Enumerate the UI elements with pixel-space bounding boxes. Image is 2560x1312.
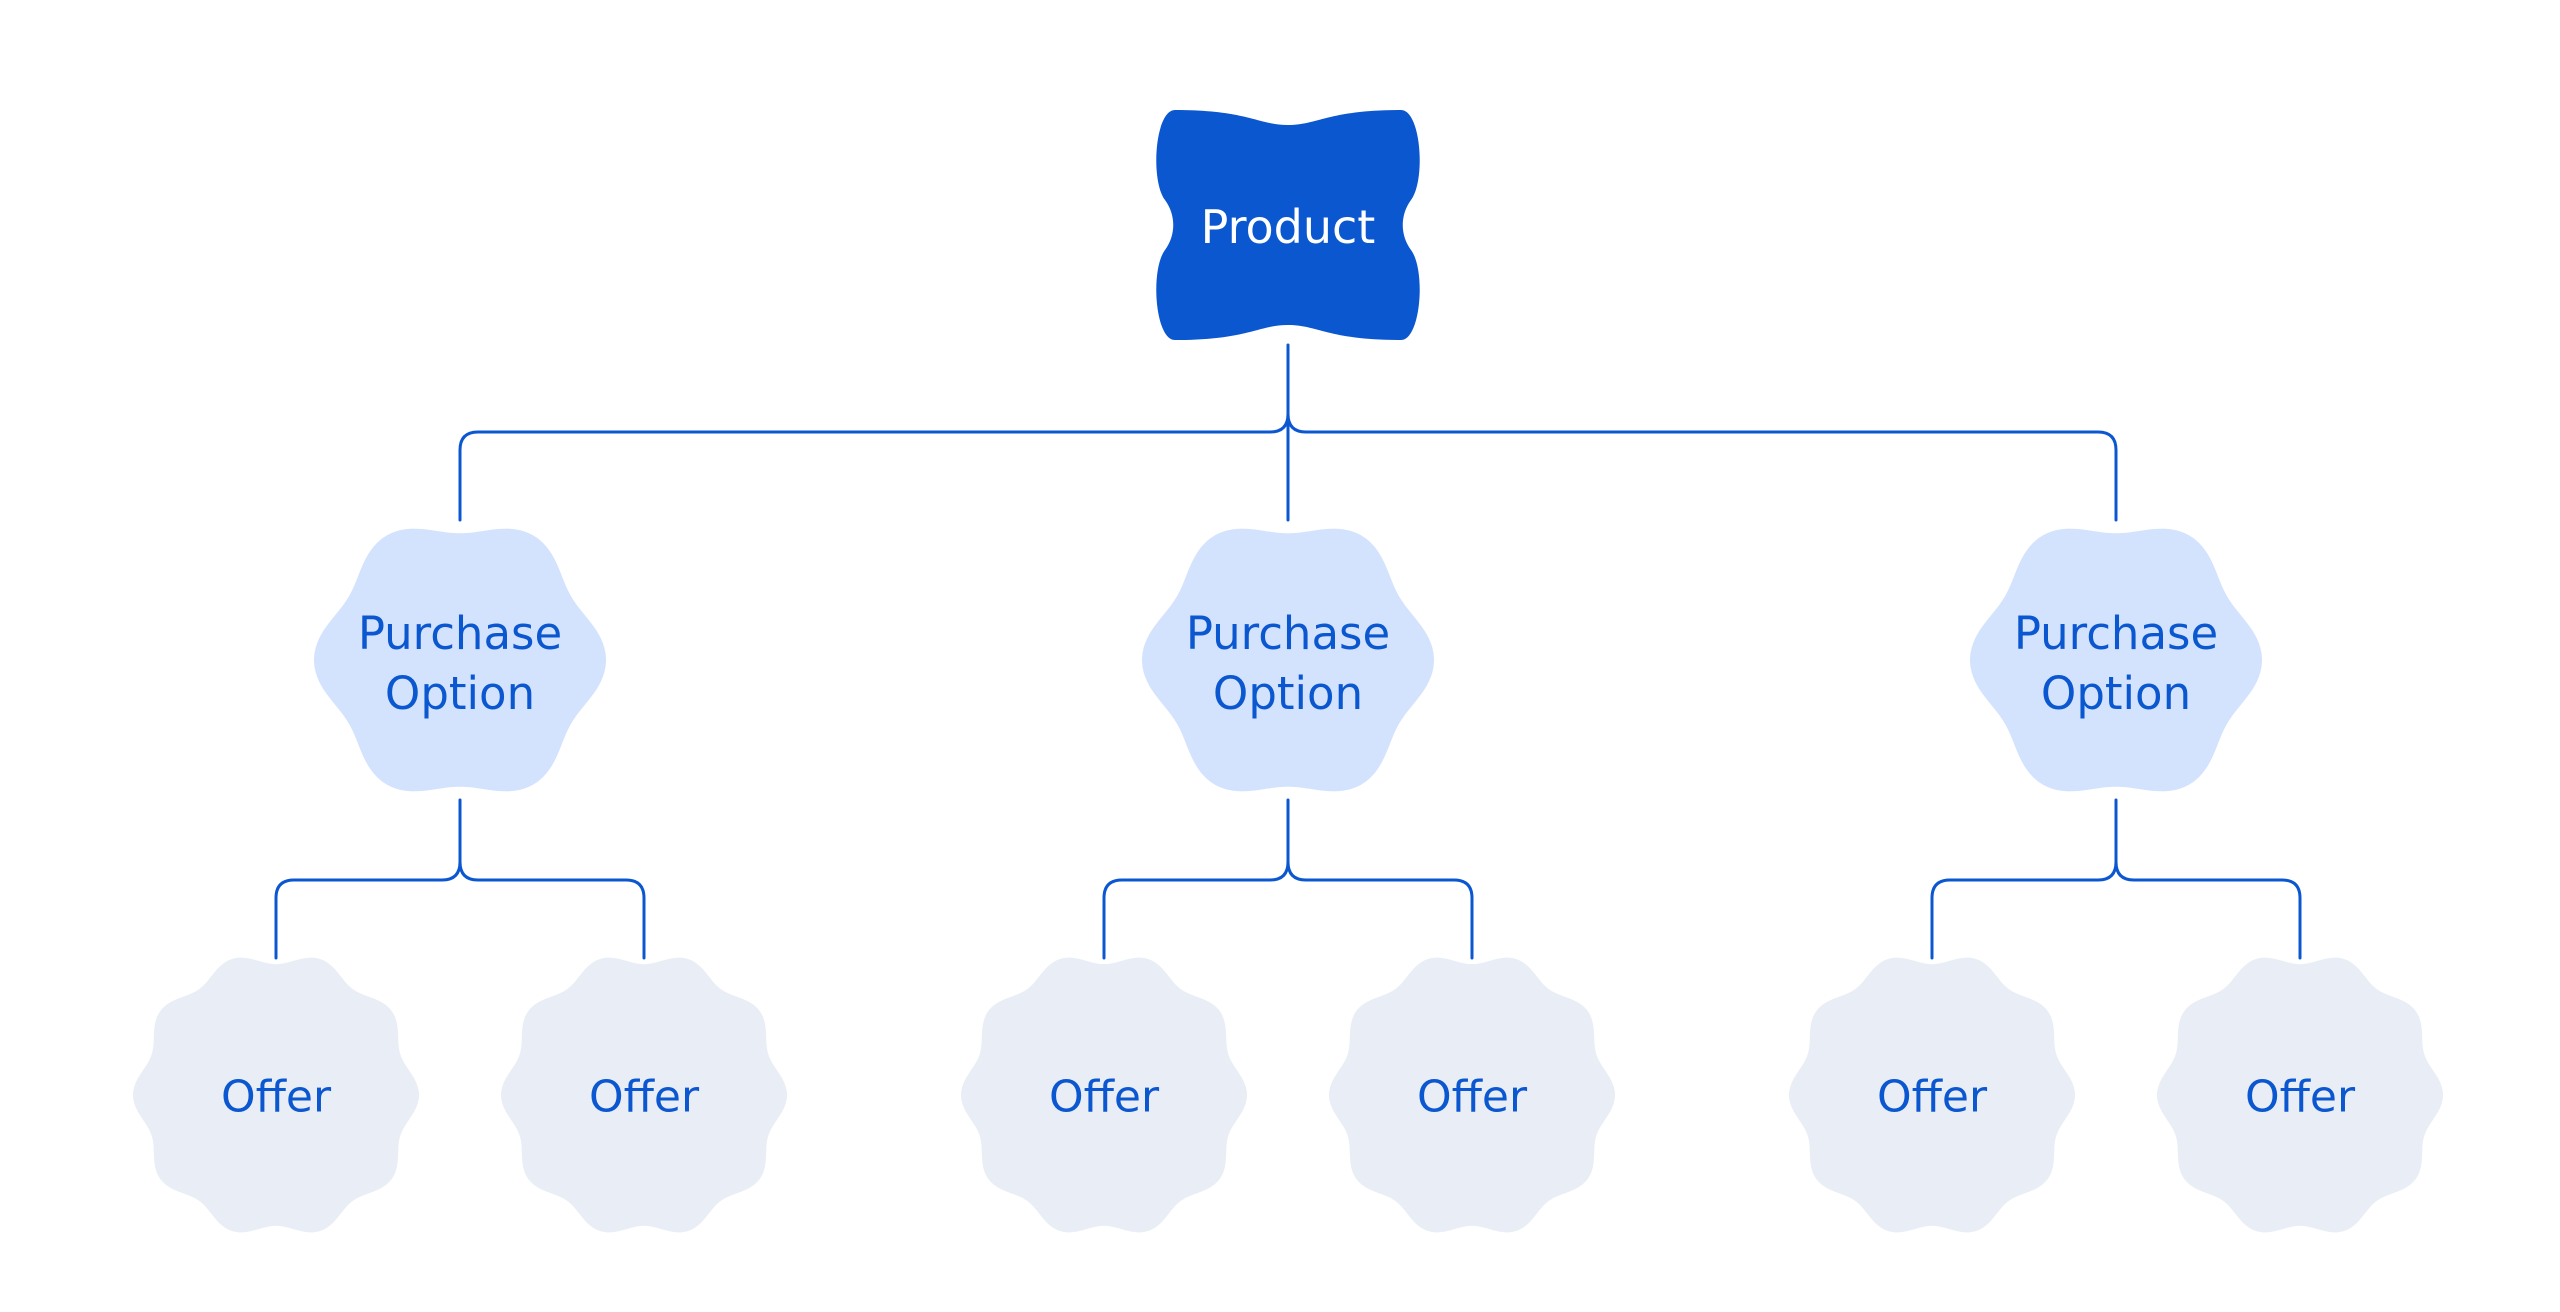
offer-label: Offer [2245,1072,2356,1123]
offer-node-3-2: Offer [2157,957,2443,1233]
scalloped-badge-icon [501,957,787,1233]
offer-label: Offer [1417,1072,1528,1123]
connector-option-3-left [1930,798,2118,960]
scalloped-badge-icon [133,957,419,1233]
purchase-option-label-line: Purchase [2014,607,2218,660]
connector-option-3-right [2114,860,2302,960]
offer-label: Offer [589,1072,700,1123]
scalloped-badge-icon [1329,957,1615,1233]
offer-label: Offer [221,1072,332,1123]
offer-node-1-2: Offer [501,957,787,1233]
connector-root-right [1286,412,2118,522]
scalloped-badge-icon [1789,957,2075,1233]
purchase-option-label-line: Option [2041,667,2191,720]
scalloped-badge-icon [961,957,1247,1233]
connector-option-2-right [1286,860,1474,960]
scalloped-flower-icon [314,528,606,792]
connector-option-1-left [274,798,462,960]
offer-node-3-1: Offer [1789,957,2075,1233]
purchase-option-label-line: Purchase [358,607,562,660]
connector-option-2-left [1102,798,1290,960]
offer-node-2-2: Offer [1329,957,1615,1233]
four-lobe-blob-icon [1156,110,1420,340]
purchase-option-label-line: Purchase [1186,607,1390,660]
purchase-option-label-line: Option [385,667,535,720]
connector-lines [274,343,2302,960]
offer-label: Offer [1049,1072,1160,1123]
scalloped-flower-icon [1142,528,1434,792]
offer-label: Offer [1877,1072,1988,1123]
product-label: Product [1201,200,1376,254]
product-node: Product [1156,110,1420,340]
offer-node-1-1: Offer [133,957,419,1233]
scalloped-flower-icon [1970,528,2262,792]
purchase-option-label-line: Option [1213,667,1363,720]
connector-option-1-right [458,860,646,960]
offer-node-2-1: Offer [961,957,1247,1233]
scalloped-badge-icon [2157,957,2443,1233]
connector-root-left [458,412,1290,522]
